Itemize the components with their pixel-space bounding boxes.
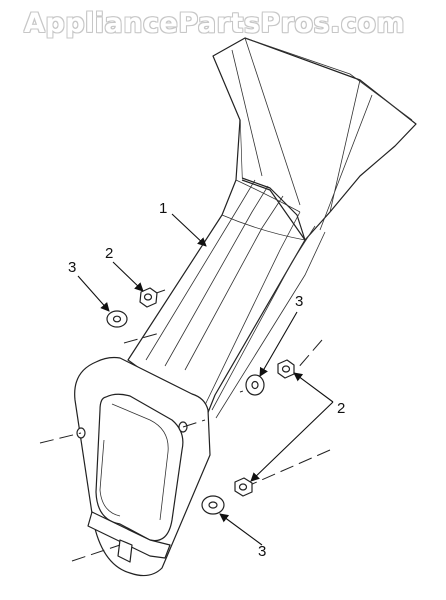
deflector-lip [87,511,171,559]
tube-line-3 [184,195,284,371]
tube-line-6 [215,231,326,419]
callout-part-3-bottom: 3 [258,543,266,560]
callout-part-3-left: 3 [68,259,76,276]
outlet-inner-edge-2 [99,439,121,517]
washer-right [245,374,265,396]
callout-part-2-upper: 2 [105,245,113,262]
leader-part-3-bottom [219,513,263,546]
leader-part-2-right-b [250,401,334,482]
leader-part-1 [171,213,207,247]
washer-upper-left [106,310,128,328]
callout-part-2-lower: 2 [337,400,345,417]
hopper-rim [244,37,413,121]
callout-labels: 1 2 3 3 2 3 [68,200,345,560]
watermark: AppliancePartsPros.com [24,8,406,39]
leader-part-2-right-a [293,372,334,403]
tube-line-4 [204,211,301,406]
leader-part-3-left [77,275,110,312]
leader-part-2-upper [112,261,144,292]
hardware [106,287,295,515]
outlet-opening [95,393,184,542]
callout-part-1: 1 [159,200,167,217]
nut-right [277,359,295,379]
flange-tab [117,539,133,563]
chute-duct [74,37,417,577]
tube-bend-band [221,214,306,241]
leader-part-3-right [259,311,298,377]
outlet-inner-edge [111,403,169,521]
tube-line-5 [211,225,316,411]
tube-bend-band-2 [235,179,301,213]
tube-line-2 [164,185,269,367]
tube-line-1 [145,179,256,361]
leader-lines [77,213,334,546]
nut-lower [234,477,253,497]
hopper-inner-edge [231,37,373,231]
nut-upper-left [139,287,158,308]
callout-part-3-right: 3 [295,293,303,310]
washer-lower [201,495,225,515]
